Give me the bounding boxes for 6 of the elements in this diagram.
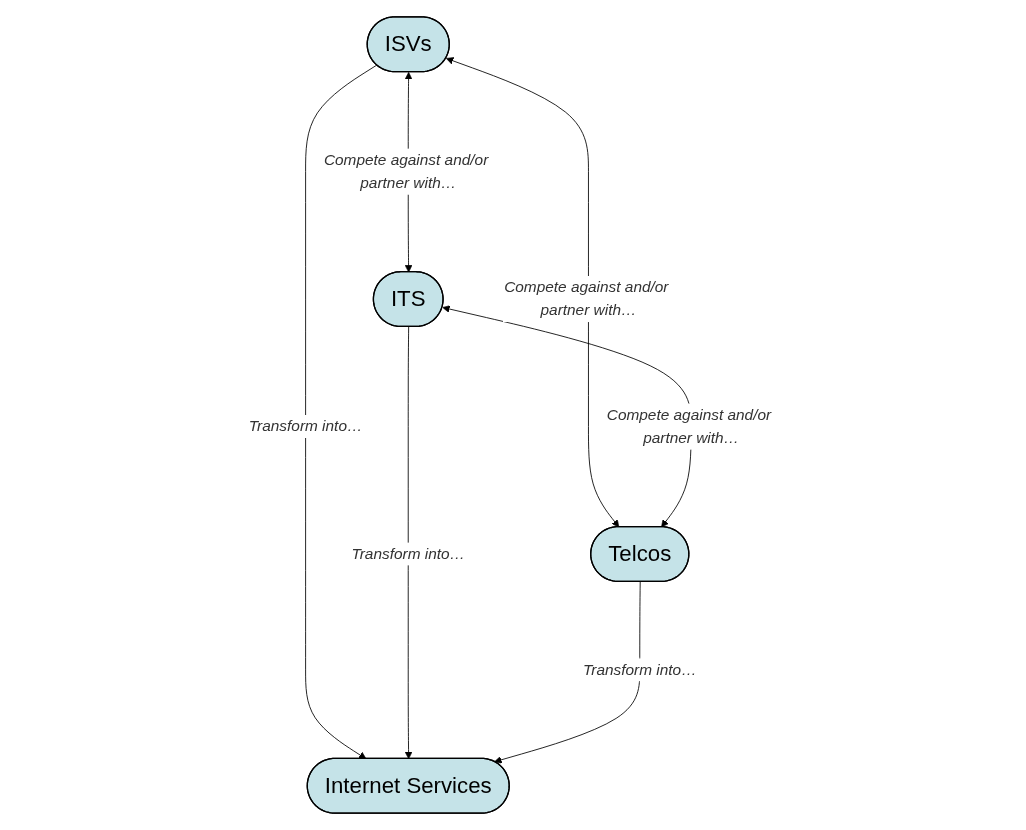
edge-label: Transform into… bbox=[583, 660, 697, 678]
edge-label: Compete against and/or partner with… bbox=[324, 151, 489, 192]
edge-label: Transform into… bbox=[351, 545, 466, 563]
edge-label: Transform into… bbox=[249, 417, 363, 435]
edge-label: Compete against and/or partner with… bbox=[607, 406, 772, 447]
edge-label: Compete against and/or partner with… bbox=[504, 278, 669, 319]
